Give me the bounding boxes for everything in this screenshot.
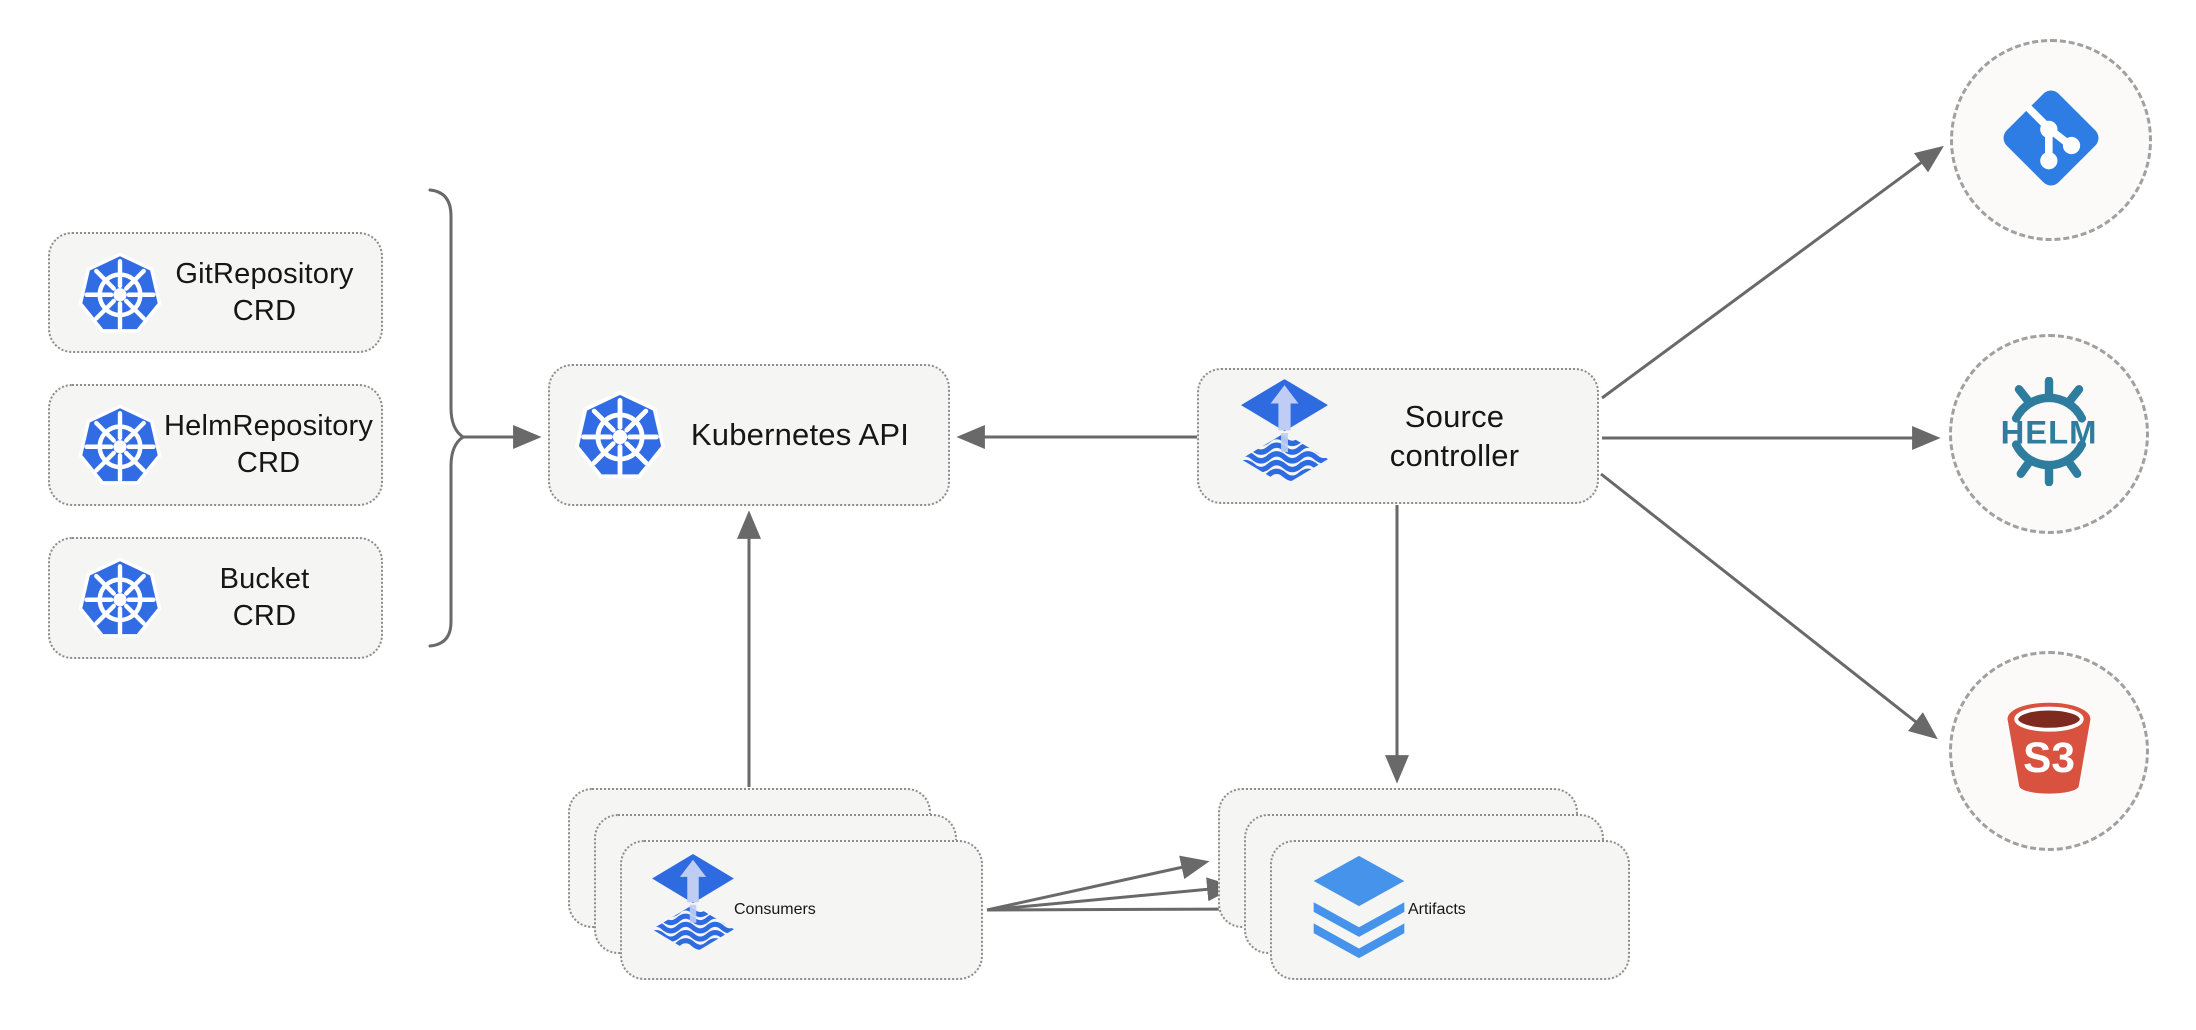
s3-logo-text: S3 — [2023, 734, 2075, 781]
layers-icon — [1310, 854, 1408, 967]
consumers-label: Consumers — [734, 901, 816, 918]
kubernetes-icon — [76, 401, 164, 489]
crd-group-bracket — [428, 188, 466, 648]
helm-logo-text: HELM — [2001, 414, 2098, 451]
edge-consumers-to-artifacts-3 — [986, 897, 1263, 922]
git-repository-crd-node: GitRepository CRD — [48, 232, 383, 353]
kubernetes-api-node: Kubernetes API — [548, 364, 950, 506]
kubernetes-icon — [76, 249, 164, 337]
flux-icon — [1241, 379, 1328, 494]
helm-repository-crd-node: HelmRepository CRD — [48, 384, 383, 506]
helm-source-node: HELM — [1949, 334, 2149, 534]
artifacts-card-front: Artifacts — [1270, 840, 1630, 980]
source-controller-label: Source controller — [1389, 398, 1520, 473]
consumers-stack: Consumers — [568, 788, 986, 981]
kubernetes-icon — [76, 554, 164, 642]
bucket-crd-node: Bucket CRD — [48, 537, 383, 659]
s3-bucket-icon: S3 — [1996, 695, 2102, 808]
s3-source-node: S3 — [1949, 651, 2149, 851]
edge-consumers-to-artifacts-1 — [986, 855, 1210, 912]
git-icon — [1997, 84, 2105, 197]
kubernetes-api-label: Kubernetes API — [690, 417, 910, 453]
flux-icon — [652, 854, 734, 967]
edge-source-controller-to-git — [1601, 145, 1944, 400]
artifacts-stack: Artifacts — [1218, 788, 1632, 981]
source-controller-node: Source controller — [1197, 368, 1599, 504]
helm-repository-crd-label: HelmRepository CRD — [164, 410, 374, 479]
git-source-node — [1950, 39, 2152, 241]
consumers-card-front: Consumers — [620, 840, 983, 980]
artifacts-label: Artifacts — [1408, 901, 1466, 918]
git-repository-crd-label: GitRepository CRD — [175, 257, 354, 327]
bucket-crd-label: Bucket CRD — [219, 563, 310, 632]
edge-source-controller-to-s3 — [1600, 472, 1938, 740]
edge-consumers-to-artifacts-2 — [986, 877, 1236, 912]
kubernetes-icon — [572, 387, 668, 483]
helm-icon: HELM — [1988, 376, 2110, 491]
